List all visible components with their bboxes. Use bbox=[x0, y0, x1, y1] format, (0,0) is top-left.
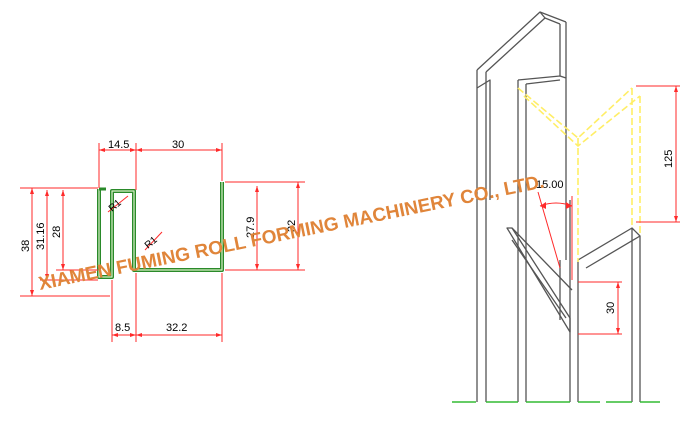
dim-post-angle: 15.00 bbox=[536, 179, 564, 191]
dim-top-left: 14.5 bbox=[108, 139, 129, 151]
profile-dimension-lines bbox=[20, 143, 305, 342]
dim-left-outer: 38 bbox=[20, 240, 32, 252]
dim-post-top-height: 125 bbox=[663, 150, 675, 168]
dim-left-mid: 31.16 bbox=[35, 222, 47, 250]
post-outline bbox=[476, 11, 641, 402]
dim-radius-top: R1 bbox=[107, 197, 124, 214]
post-view: 125 30 15.00 bbox=[452, 11, 680, 403]
post-dimension-lines bbox=[537, 85, 680, 335]
post-hidden-lines bbox=[517, 87, 641, 262]
profile-arrowheads bbox=[30, 148, 300, 337]
dim-top-right: 30 bbox=[172, 139, 184, 151]
dim-left-inner: 28 bbox=[51, 226, 63, 238]
dim-right-outer: 32 bbox=[286, 220, 298, 232]
dim-right-inner: 27.9 bbox=[245, 217, 257, 238]
profile-inner-line bbox=[98, 182, 223, 278]
dim-bottom-left: 8.5 bbox=[115, 322, 130, 334]
post-arrowheads bbox=[540, 86, 678, 334]
dim-post-bottom-height: 30 bbox=[605, 302, 617, 314]
dim-bottom-right: 32.2 bbox=[166, 322, 187, 334]
